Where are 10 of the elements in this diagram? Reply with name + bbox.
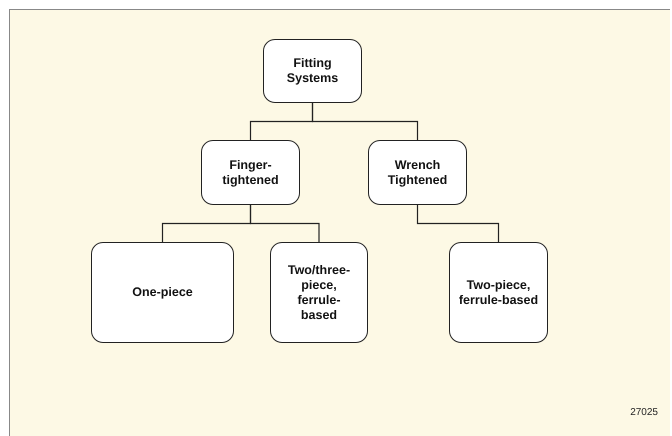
connector-line [312, 103, 418, 140]
category-box: Two/three-piece, ferrule-based [270, 242, 368, 343]
category-box: Finger-tightened [201, 140, 300, 205]
connector-line [250, 205, 320, 242]
category-box: One-piece [91, 242, 234, 343]
category-box: Wrench Tightened [368, 140, 467, 205]
category-box: Two-piece, ferrule-based [449, 242, 548, 343]
category-box: Fitting Systems [263, 39, 362, 103]
connector-line [416, 205, 500, 242]
figure-number: 27025 [630, 407, 658, 418]
